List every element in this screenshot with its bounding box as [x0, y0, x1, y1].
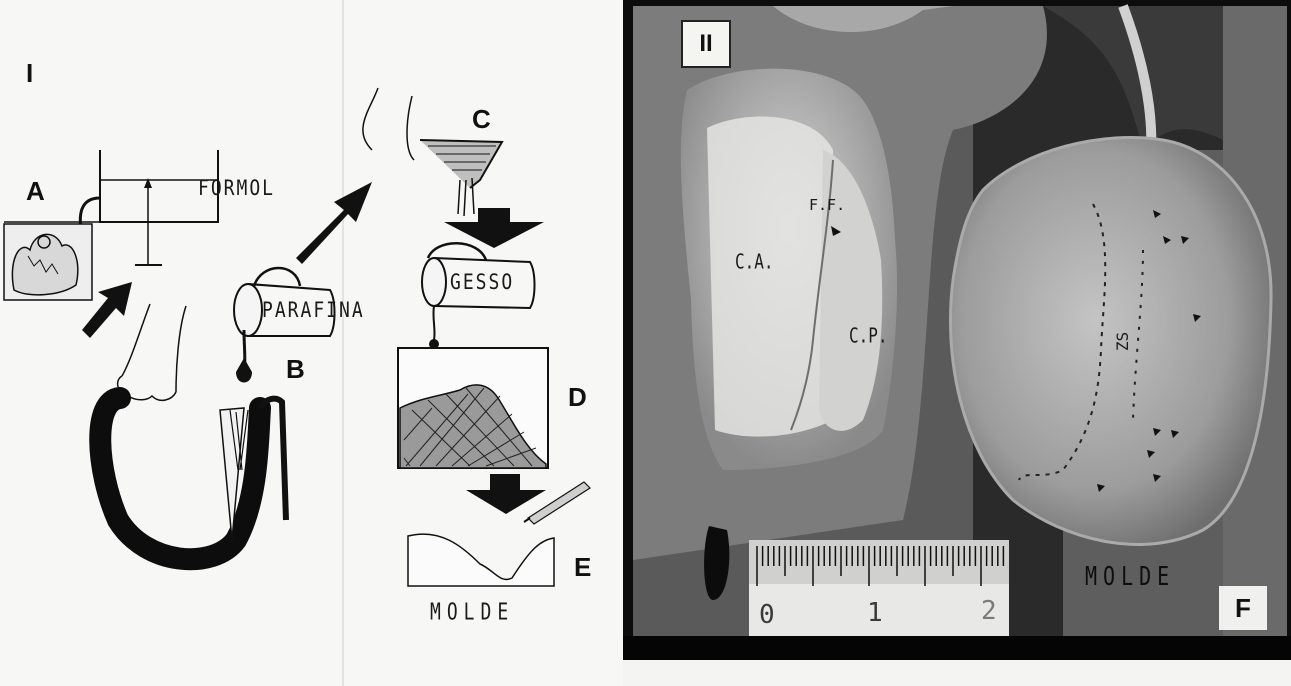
parafina-jug — [234, 268, 335, 383]
ruler-label-0: 0 — [759, 600, 775, 630]
arrow-c-to-gesso — [444, 208, 544, 248]
mold-box — [398, 348, 548, 468]
step-d-label: D — [568, 382, 587, 413]
step-f-text: F — [1235, 593, 1251, 624]
formol-label: FORMOL — [198, 176, 275, 201]
step-a-label: A — [26, 176, 45, 207]
panel-i-label: I — [26, 58, 33, 89]
panel-ii-text: II — [699, 30, 712, 58]
step-e-label: E — [574, 552, 591, 583]
gesso-label: GESSO — [450, 270, 514, 295]
molde-label-right: MOLDE — [1085, 560, 1175, 591]
ff-label: F.F. — [809, 196, 845, 214]
specimen-photo — [623, 0, 1291, 686]
molde-cast — [951, 137, 1272, 544]
heart-cross-section — [100, 304, 286, 559]
cp-label: C.P. — [849, 323, 888, 348]
photograph-panel: II F.F. C.A. C.P. ZS MOLDE F 0 1 2 — [623, 0, 1291, 686]
parafina-label: PARAFINA — [262, 298, 365, 323]
ca-label: C.A. — [735, 249, 774, 274]
panel-ii-label: II — [681, 20, 731, 68]
step-f-label: F — [1219, 586, 1267, 630]
ruler-label-1: 1 — [867, 598, 883, 628]
arrow-parafina-to-c — [296, 182, 372, 264]
arrow-d-to-e — [466, 474, 546, 514]
heart-specimen-sketch — [4, 222, 100, 300]
step-c-label: C — [472, 104, 491, 135]
ruler-label-2: 2 — [981, 596, 997, 626]
molde-label-left: MOLDE — [430, 599, 514, 626]
step-b-label: B — [286, 354, 305, 385]
gesso-jug — [422, 243, 535, 349]
pencil-sketch — [524, 482, 590, 524]
formol-container — [80, 150, 218, 265]
zs-label: ZS — [1113, 332, 1132, 351]
molde-outline — [408, 534, 554, 586]
schematic-drawing — [0, 0, 623, 686]
schematic-panel: I A FORMOL PARAFINA B C GESSO D E MOLDE — [0, 0, 623, 686]
